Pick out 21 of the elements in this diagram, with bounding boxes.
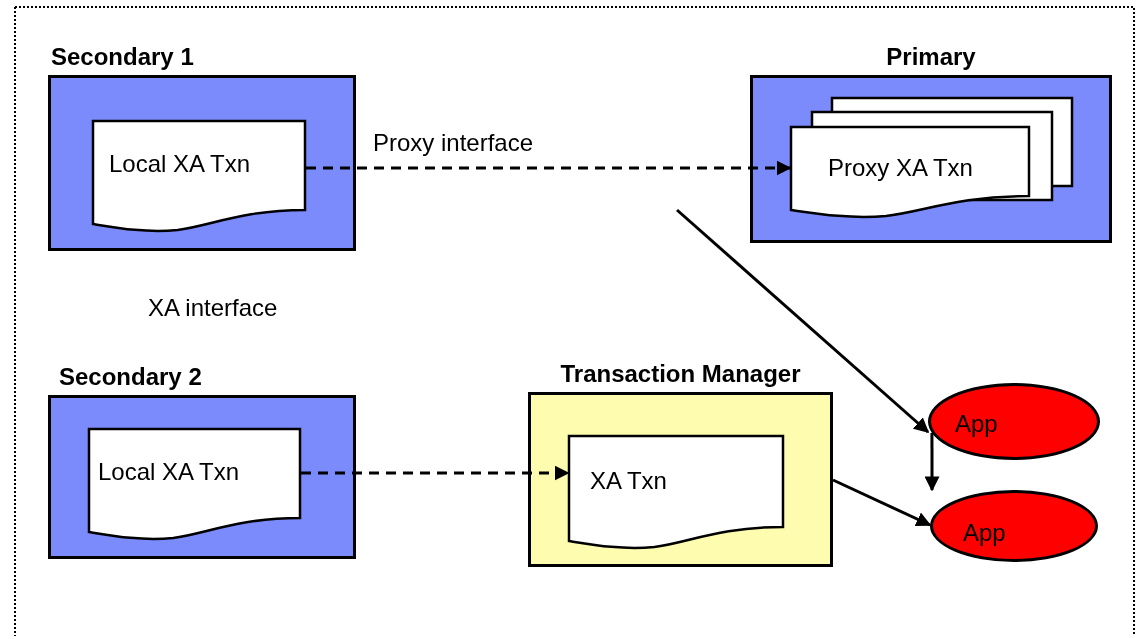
document-label: Local XA Txn <box>98 458 239 486</box>
box-heading: Transaction Manager <box>559 360 802 388</box>
document-label: XA Txn <box>590 467 667 495</box>
ellipse-label: App <box>955 410 998 438</box>
dashed-arrow <box>306 160 792 176</box>
ellipse-label: App <box>963 519 1006 547</box>
box-heading: Secondary 1 <box>51 43 194 71</box>
document-stack <box>790 98 1074 220</box>
edge-label: Proxy interface <box>373 129 534 157</box>
document-shape <box>88 428 301 540</box>
box-heading: Primary <box>885 43 977 71</box>
arrow <box>676 208 930 434</box>
arrow <box>832 478 932 527</box>
box-heading: Secondary 2 <box>59 363 202 391</box>
arrow <box>924 433 940 492</box>
document-label: Local XA Txn <box>109 150 250 178</box>
dashed-arrow <box>301 465 570 481</box>
document-shape <box>568 435 784 549</box>
interface-label: XA interface <box>148 294 278 322</box>
document-shape <box>92 120 306 232</box>
document-label: Proxy XA Txn <box>828 154 973 182</box>
